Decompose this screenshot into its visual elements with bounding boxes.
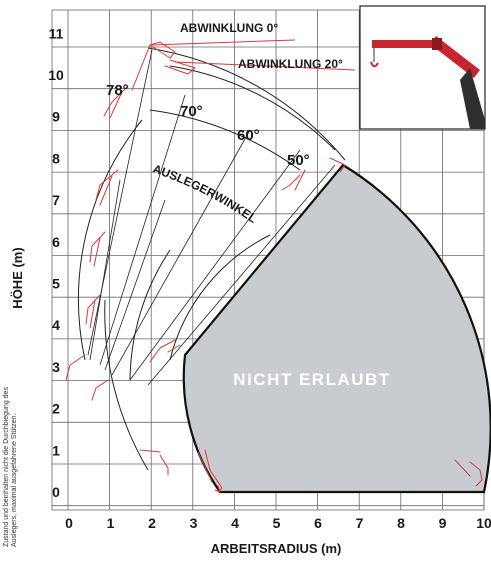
boom-angle-lines xyxy=(87,49,336,386)
y-tick-label: 9 xyxy=(52,109,60,125)
x-tick-label: 4 xyxy=(231,515,239,531)
y-tick-label: 5 xyxy=(52,276,60,292)
y-tick-label: 0 xyxy=(52,484,60,500)
angle-label-50: 50° xyxy=(287,152,310,169)
y-tick-label: 10 xyxy=(48,67,64,83)
abwinklung-0-label: ABWINKLUNG 0° xyxy=(180,21,278,35)
crane-photo xyxy=(359,5,486,130)
x-tick-label: 8 xyxy=(397,515,405,531)
x-tick-label: 3 xyxy=(190,515,198,531)
y-tick-label: 1 xyxy=(52,442,60,458)
x-tick-label: 7 xyxy=(356,515,364,531)
forbidden-zone xyxy=(182,163,491,494)
y-tick-label: 3 xyxy=(52,359,60,375)
y-tick-label: 11 xyxy=(49,25,64,41)
y-tick-label: 8 xyxy=(52,150,60,166)
y-axis-ticks: 0 1 2 3 4 5 6 7 8 9 10 11 xyxy=(48,25,64,500)
angle-label-70: 70° xyxy=(180,103,203,120)
grid-border xyxy=(51,9,485,511)
footnote-line2: Auslegers, maximal ausgefahrene Stützen. xyxy=(11,413,18,547)
x-axis-ticks: 0 1 2 3 4 5 6 7 8 9 10 xyxy=(65,515,491,531)
y-tick-label: 4 xyxy=(52,317,60,333)
y-tick-label: 7 xyxy=(52,192,60,208)
range-arcs xyxy=(78,47,346,471)
abwinklung-20-label: ABWINKLUNG 20° xyxy=(238,57,343,71)
x-tick-label: 9 xyxy=(439,515,447,531)
boom-positions xyxy=(65,41,483,493)
nicht-erlaubt-label: NICHT ERLAUBT xyxy=(233,370,390,389)
y-axis-title: HÖHE (m) xyxy=(10,247,25,308)
angle-label-78: 78° xyxy=(106,82,129,99)
x-tick-label: 10 xyxy=(476,515,491,531)
angle-label-60: 60° xyxy=(237,127,260,144)
x-tick-label: 6 xyxy=(314,515,322,531)
x-axis-title: ARBEITSRADIUS (m) xyxy=(211,541,342,556)
x-tick-label: 2 xyxy=(148,515,156,531)
footnote-line1: Zustand und beinhalten nicht die Durchbi… xyxy=(3,387,10,547)
x-tick-label: 1 xyxy=(107,515,115,531)
auslegerwinkel-label: AUSLEGERWINKEL xyxy=(151,162,259,226)
y-tick-label: 2 xyxy=(52,401,60,417)
y-tick-label: 6 xyxy=(52,234,60,250)
x-tick-label: 5 xyxy=(273,515,281,531)
x-tick-label: 0 xyxy=(65,515,73,531)
